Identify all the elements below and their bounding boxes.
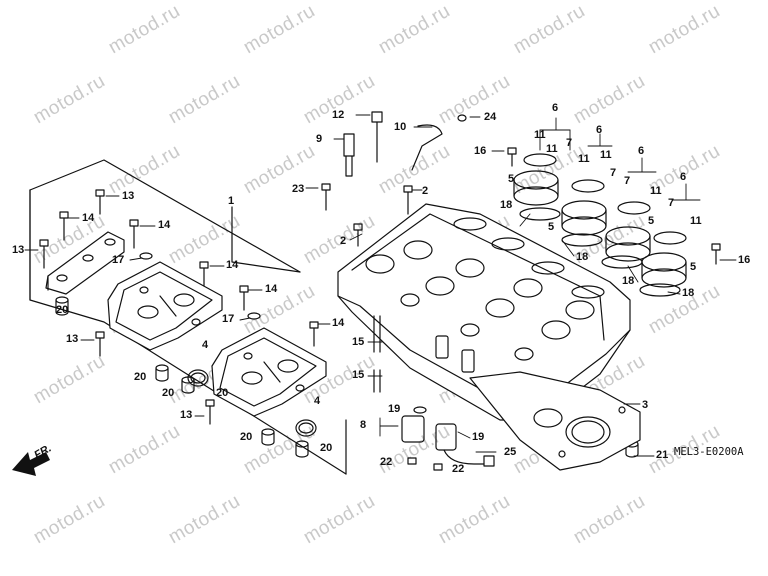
front-arrow-icon (12, 452, 50, 476)
callout-22[interactable]: 22 (380, 456, 393, 468)
callout-2[interactable]: 2 (340, 235, 347, 247)
callout-5[interactable]: 5 (548, 221, 555, 233)
callout-20[interactable]: 20 (162, 387, 175, 399)
callout-6[interactable]: 6 (596, 124, 603, 136)
callout-21[interactable]: 21 (656, 449, 669, 461)
callout-24[interactable]: 24 (484, 111, 497, 123)
callout-6[interactable]: 6 (552, 102, 559, 114)
callout-13[interactable]: 13 (122, 190, 135, 202)
callout-20[interactable]: 20 (240, 431, 253, 443)
callout-13[interactable]: 13 (12, 244, 25, 256)
callout-20[interactable]: 20 (134, 371, 147, 383)
callout-13[interactable]: 13 (180, 409, 193, 421)
callout-20[interactable]: 20 (56, 304, 69, 316)
callout-5[interactable]: 5 (648, 215, 655, 227)
callout-16[interactable]: 16 (474, 145, 487, 157)
callout-25[interactable]: 25 (504, 446, 517, 458)
callout-13[interactable]: 13 (66, 333, 79, 345)
spark-plug-and-bolts (321, 111, 721, 393)
callout-22[interactable]: 22 (452, 463, 465, 475)
callout-1[interactable]: 1 (228, 195, 235, 207)
callout-4[interactable]: 4 (314, 395, 321, 407)
callout-15[interactable]: 15 (352, 369, 365, 381)
callout-18[interactable]: 18 (622, 275, 635, 287)
callout-7[interactable]: 7 (624, 175, 631, 187)
callout-5[interactable]: 5 (690, 261, 697, 273)
callout-3[interactable]: 3 (642, 399, 649, 411)
cam-holder-top (45, 231, 125, 295)
callout-18[interactable]: 18 (576, 251, 589, 263)
callout-11[interactable]: 11 (534, 129, 546, 141)
callout-15[interactable]: 15 (352, 336, 365, 348)
solenoid-valve (401, 406, 495, 471)
callout-23[interactable]: 23 (292, 183, 305, 195)
callout-11[interactable]: 11 (600, 149, 612, 161)
callout-17[interactable]: 17 (222, 313, 235, 325)
callout-14[interactable]: 14 (332, 317, 345, 329)
diagram-code: MEL3-E0200A (674, 446, 744, 458)
callout-12[interactable]: 12 (332, 109, 345, 121)
callout-9[interactable]: 9 (316, 133, 323, 145)
cylinder-head (337, 203, 631, 421)
callout-11[interactable]: 11 (650, 185, 662, 197)
intake-insulators (513, 153, 687, 297)
callout-18[interactable]: 18 (500, 199, 513, 211)
callout-19[interactable]: 19 (388, 403, 401, 415)
callout-14[interactable]: 14 (158, 219, 171, 231)
callout-14[interactable]: 14 (265, 283, 278, 295)
callout-8[interactable]: 8 (360, 419, 367, 431)
callout-6[interactable]: 6 (638, 145, 645, 157)
head-gasket (469, 371, 641, 471)
callout-19[interactable]: 19 (472, 431, 485, 443)
callout-17[interactable]: 17 (112, 254, 125, 266)
callout-11[interactable]: 11 (690, 215, 702, 227)
callout-18[interactable]: 18 (682, 287, 695, 299)
callout-5[interactable]: 5 (508, 173, 515, 185)
callout-7[interactable]: 7 (566, 137, 573, 149)
callout-7[interactable]: 7 (610, 167, 617, 179)
callout-6[interactable]: 6 (680, 171, 687, 183)
cam-holder-right (211, 327, 327, 417)
cam-holder-left (107, 261, 223, 351)
callout-14[interactable]: 14 (226, 259, 239, 271)
callout-20[interactable]: 20 (320, 442, 333, 454)
o-rings (187, 369, 317, 437)
callout-4[interactable]: 4 (202, 339, 209, 351)
callout-16[interactable]: 16 (738, 254, 751, 266)
callout-14[interactable]: 14 (82, 212, 95, 224)
callout-11[interactable]: 11 (546, 143, 558, 155)
callout-11[interactable]: 11 (578, 153, 590, 165)
callout-20[interactable]: 20 (216, 387, 229, 399)
leader-lines (24, 114, 737, 457)
callout-7[interactable]: 7 (668, 197, 675, 209)
callout-2[interactable]: 2 (422, 185, 429, 197)
callout-10[interactable]: 10 (394, 121, 407, 133)
